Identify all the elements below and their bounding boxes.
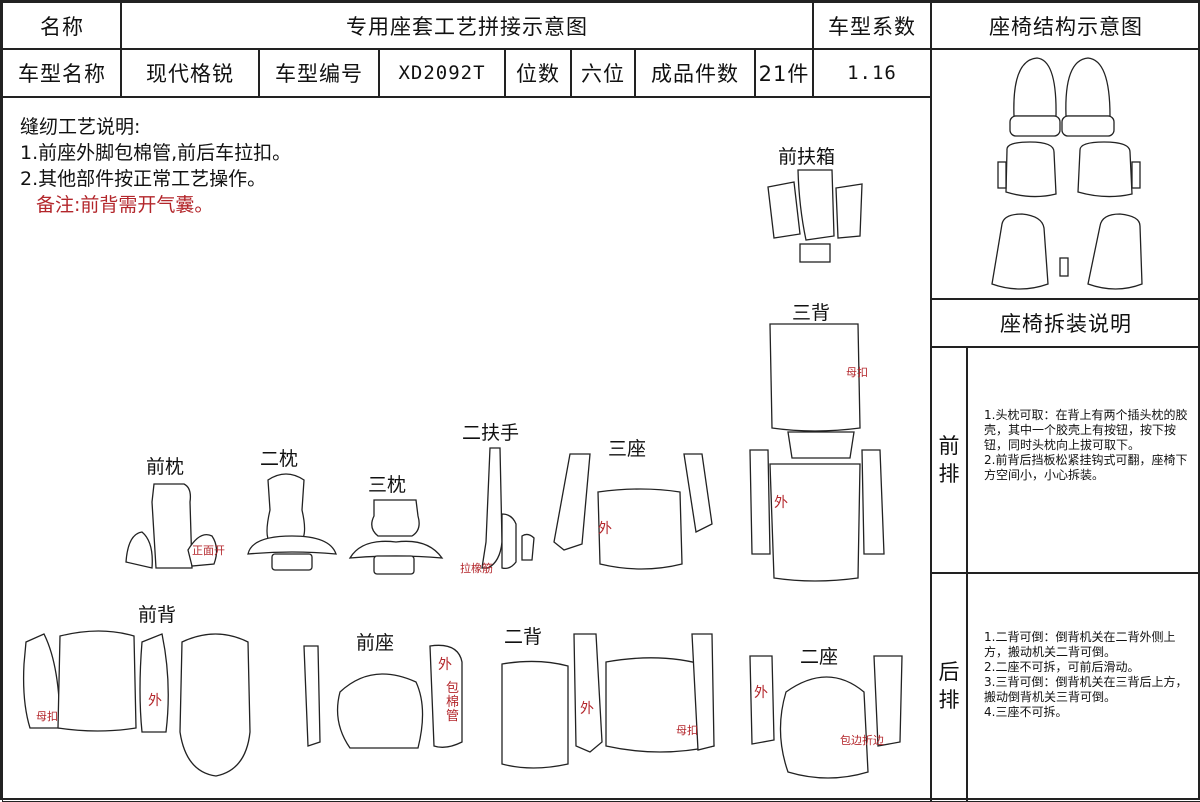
- mark-third-back-outer: 外: [774, 495, 788, 511]
- second-armrest-pieces: [481, 447, 535, 570]
- structure-box: [930, 48, 1200, 300]
- seats-value: 六位: [570, 48, 636, 98]
- label-second-headrest: 二枕: [260, 448, 299, 470]
- name-label: 名称: [2, 2, 122, 50]
- mark-second-back-outer: 外: [580, 701, 594, 717]
- front-armrest-pieces: [767, 169, 863, 263]
- front-seat-pieces: [303, 644, 463, 749]
- second-headrest-pieces: [247, 473, 337, 571]
- notes-line-2: 2.其他部件按正常工艺操作。: [20, 168, 267, 190]
- mark-front-back-outer: 外: [148, 693, 162, 709]
- label-second-back: 二背: [504, 626, 543, 648]
- notes-heading: 缝纫工艺说明:: [20, 116, 141, 138]
- structure-title: 座椅结构示意图: [930, 2, 1200, 50]
- model-no-label: 车型编号: [258, 48, 380, 98]
- front-row-instructions: 1.头枕可取：在背上有两个插头枕的胶壳，其中一个胶壳上有按钮，按下按钮，同时头枕…: [984, 408, 1188, 482]
- label-third-seat: 三座: [608, 438, 647, 460]
- label-front-seat: 前座: [356, 632, 395, 654]
- rear-row-label: 后排: [938, 660, 960, 712]
- pieces-value: 21件: [754, 48, 814, 98]
- pieces-label: 成品件数: [634, 48, 756, 98]
- mark-third-back-mother-buckle: 母扣: [846, 366, 868, 379]
- coef-label: 车型系数: [812, 2, 932, 50]
- mark-front-headrest-open: 正面开: [192, 544, 225, 557]
- label-front-back: 前背: [138, 604, 177, 626]
- second-seat-pieces: [749, 655, 903, 779]
- front-row-text-cell: [966, 346, 1200, 574]
- diagram-title: 专用座套工艺拼接示意图: [120, 2, 814, 50]
- seats-label: 位数: [504, 48, 572, 98]
- mark-front-seat-outer: 外: [438, 657, 452, 673]
- label-second-seat: 二座: [800, 646, 839, 668]
- front-back-pieces: [22, 630, 251, 777]
- model-name: 现代格锐: [120, 48, 260, 98]
- seat-structure-thumbnails: [991, 57, 1143, 290]
- third-back-pieces: [749, 323, 885, 582]
- notes-line-1: 1.前座外脚包棉管,前后车拉扣。: [20, 142, 292, 164]
- third-seat-pieces: [553, 453, 713, 570]
- mark-wrap-cotton-tube: 包棉管: [446, 681, 460, 724]
- mark-pull-rubber: 拉橡筋: [460, 562, 493, 575]
- model-no: XD2092T: [378, 48, 506, 98]
- notes-remark: 备注:前背需开气囊。: [36, 194, 214, 216]
- coef-value: 1.16: [812, 48, 932, 98]
- label-front-headrest: 前枕: [146, 456, 185, 478]
- front-headrest-pieces: [125, 483, 218, 569]
- model-name-label: 车型名称: [2, 48, 122, 98]
- front-row-label-cell: [930, 346, 968, 574]
- front-row-label: 前排: [938, 434, 960, 486]
- removal-title: 座椅拆装说明: [930, 298, 1200, 348]
- mark-second-back-mother-buckle: 母扣: [676, 724, 698, 737]
- mark-wrap-fold-edge: 包边折边: [840, 734, 884, 747]
- mark-front-back-mother-buckle: 母扣: [36, 710, 58, 723]
- label-second-armrest: 二扶手: [462, 422, 520, 444]
- mark-second-seat-outer: 外: [754, 685, 768, 701]
- sewing-notes: 缝纫工艺说明: 1.前座外脚包棉管,前后车拉扣。 2.其他部件按正常工艺操作。 …: [20, 114, 291, 218]
- second-back-pieces: [501, 633, 715, 769]
- label-third-headrest: 三枕: [368, 474, 407, 496]
- label-third-back: 三背: [792, 302, 831, 324]
- label-front-armrest: 前扶箱: [778, 146, 836, 168]
- mark-third-seat-outer: 外: [598, 521, 612, 537]
- third-headrest-pieces: [348, 499, 444, 575]
- rear-row-instructions: 1.二背可倒：倒背机关在二背外侧上方，搬动机关二背可倒。 2.二座不可拆，可前后…: [984, 630, 1188, 719]
